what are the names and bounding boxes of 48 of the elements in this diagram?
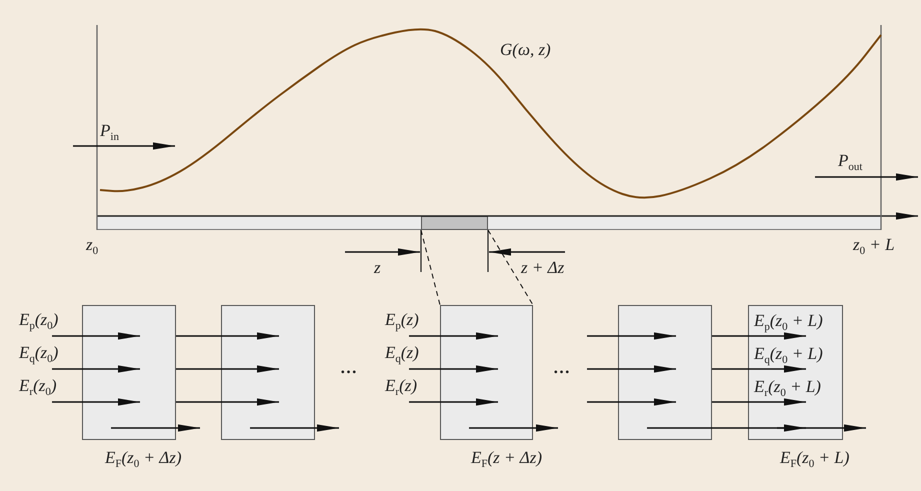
slice-box <box>748 305 843 440</box>
projection-line <box>420 230 440 306</box>
slice-box <box>221 305 315 440</box>
fiber-segment <box>421 216 488 230</box>
arrow <box>52 332 140 340</box>
field-label: E$_{F}$(z$_{0}$ + Δz) <box>105 448 182 468</box>
field-label: E$_{q}$(z$_{0}$) <box>19 343 58 363</box>
field-label: E$_{q}$(z) <box>385 343 419 363</box>
position-label: z + Δz <box>521 258 564 278</box>
arrow <box>111 424 200 432</box>
arrow <box>712 332 806 340</box>
field-label: E$_{F}$(z$_{0}$ + L) <box>780 448 850 468</box>
ellipsis: … <box>553 358 570 378</box>
position-label: z$_{0}$ <box>86 235 98 255</box>
slice-box <box>440 305 533 440</box>
arrow <box>176 398 279 406</box>
arrow <box>469 424 558 432</box>
arrow <box>250 424 339 432</box>
arrow <box>712 365 806 373</box>
arrow <box>587 398 676 406</box>
field-label: E$_{p}$(z$_{0}$ + L) <box>754 311 823 331</box>
field-label: E$_{r}$(z) <box>385 376 418 396</box>
slice-box <box>618 305 712 440</box>
power-label: P$_{in}$ <box>100 121 119 141</box>
arrow <box>587 365 676 373</box>
field-label: E$_{r}$(z$_{0}$ + L) <box>754 377 821 397</box>
arrow <box>712 398 806 406</box>
position-label: z$_{0}$ + L <box>853 235 895 255</box>
arrow <box>409 398 498 406</box>
gain-label: G(ω, z) <box>500 40 551 60</box>
arrow <box>52 365 140 373</box>
slice-box <box>82 305 176 440</box>
arrow <box>52 398 140 406</box>
arrow <box>176 332 279 340</box>
ellipsis: … <box>340 358 357 378</box>
arrow <box>409 365 498 373</box>
arrow <box>176 365 279 373</box>
field-label: E$_{F}$(z + Δz) <box>471 448 542 468</box>
power-label: P$_{out}$ <box>838 151 862 171</box>
field-label: E$_{q}$(z$_{0}$ + L) <box>754 344 823 364</box>
field-label: E$_{p}$(z$_{0}$) <box>19 310 58 330</box>
field-label: E$_{p}$(z) <box>385 310 419 330</box>
arrow <box>777 424 866 432</box>
field-label: E$_{r}$(z$_{0}$) <box>19 376 57 396</box>
arrow <box>409 332 498 340</box>
arrow <box>587 332 676 340</box>
projection-line <box>488 230 534 306</box>
position-label: z <box>374 258 381 278</box>
